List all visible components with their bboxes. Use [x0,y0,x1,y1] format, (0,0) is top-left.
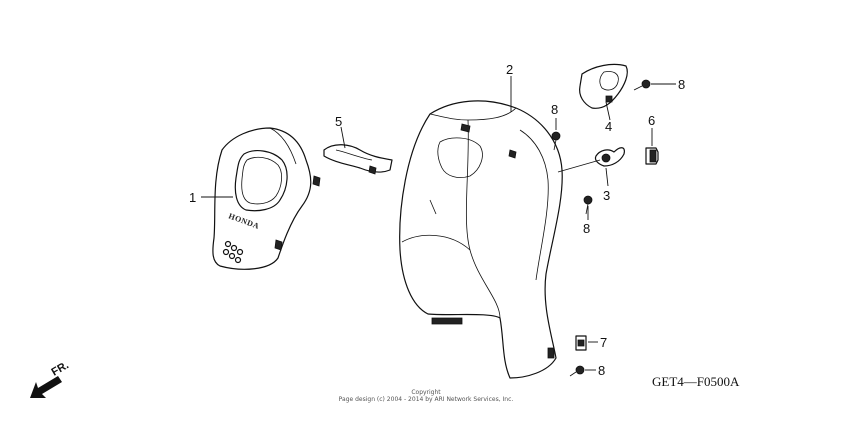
front-indicator-label: FR. [50,359,71,378]
callout-8b: 8 [678,77,685,92]
part-4-lid[interactable] [579,63,628,109]
leader-line-3 [557,159,601,173]
part-1-front-cover[interactable]: HONDA [212,127,321,270]
part-5-bracket[interactable] [323,144,393,175]
copyright-line-1: Copyright [411,389,441,396]
part-8-screw-b[interactable] [633,79,651,91]
part-6-grommet[interactable] [645,147,659,165]
callout-8a: 8 [551,102,558,117]
leader-line-4 [605,101,611,121]
callout-7: 7 [600,335,607,350]
callout-4: 4 [605,119,612,134]
callout-1: 1 [189,190,196,205]
callout-8d: 8 [598,363,605,378]
callout-2: 2 [506,62,513,77]
part-8-screw-c[interactable] [583,195,593,215]
part-7-clip[interactable] [575,335,587,351]
callout-8c: 8 [583,221,590,236]
callout-5: 5 [335,114,342,129]
part-2-inner-panel[interactable] [399,100,563,379]
diagram-code: GET4—F0500A [652,374,740,389]
part-8-screw-d[interactable] [569,365,585,377]
leader-line-3b [605,167,609,187]
part-8-screw-a[interactable] [551,131,561,151]
leader-line-5 [340,126,346,149]
vent-holes [222,240,244,264]
callout-3: 3 [603,188,610,203]
callout-6: 6 [648,113,655,128]
front-direction-arrow [30,376,62,398]
part-3-clip[interactable] [594,147,625,167]
copyright-line-2: Page design (c) 2004 - 2014 by ARI Netwo… [339,396,514,403]
